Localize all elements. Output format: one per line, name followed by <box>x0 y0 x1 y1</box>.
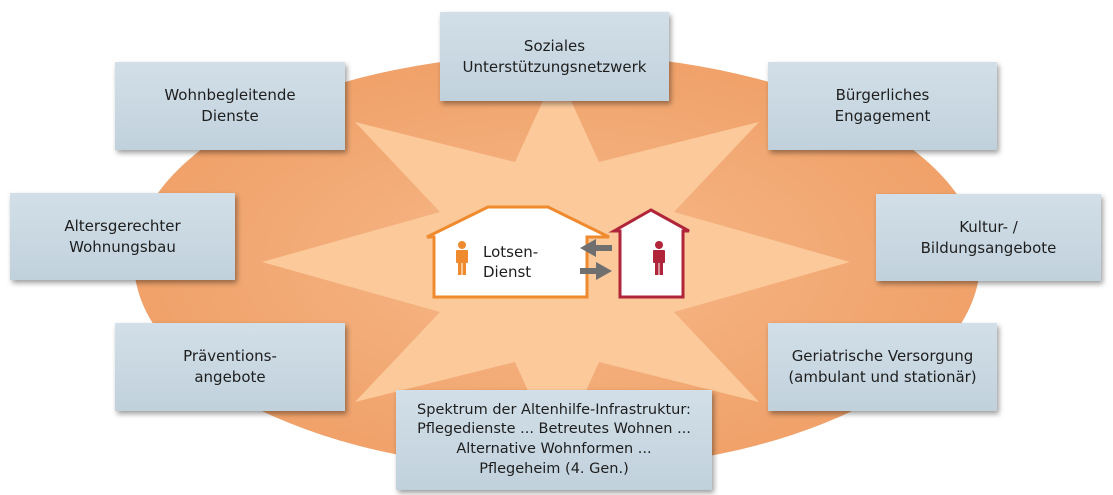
box-soziales-line-1: Soziales <box>523 36 586 55</box>
box-geriatrische-line-2: (ambulant und stationär) <box>788 368 977 386</box>
box-altersgerechter-line-1: Altersgerechter <box>64 216 181 235</box>
box-kultur-line-2: Bildungsangebote <box>920 238 1057 257</box>
arrow-right-icon <box>580 262 612 280</box>
lotsen-dienst-line-2: Dienst <box>483 262 532 281</box>
lotsen-dienst-label: Lotsen- Dienst <box>483 243 538 282</box>
house-icon <box>608 208 690 299</box>
house-icon <box>426 205 610 299</box>
box-spektrum-altenhilfe-infrastruktur: Spektrum der Altenhilfe-Infrastruktur: P… <box>396 390 712 490</box>
box-praevention-line-2: angebote <box>194 368 266 386</box>
box-praevention-line-1: Präventions- <box>183 347 277 365</box>
box-kultur-bildungsangebote: Kultur- / Bildungsangebote <box>876 194 1101 281</box>
box-spektrum-line-4: Pflegeheim (4. Gen.) <box>479 460 629 477</box>
box-geriatrische-versorgung: Geriatrische Versorgung (ambulant und st… <box>768 323 997 411</box>
box-spektrum-line-1: Spektrum der Altenhilfe-Infrastruktur: <box>417 401 691 418</box>
box-geriatrische-line-1: Geriatrische Versorgung <box>791 347 974 365</box>
arrow-left-icon <box>580 239 612 257</box>
box-spektrum-line-2: Pflegedienste ... Betreutes Wohnen ... <box>417 421 691 438</box>
box-buergerliches-engagement: Bürgerliches Engagement <box>768 62 997 150</box>
lotsen-dienst-line-1: Lotsen- <box>483 243 539 261</box>
box-kultur-line-1: Kultur- / <box>959 217 1018 236</box>
box-buergerliches-line-1: Bürgerliches <box>835 86 930 104</box>
box-soziales-unterstuetzungsnetzwerk: Soziales Unterstützungsnetzwerk <box>440 12 669 101</box>
box-wohnbegleitende-line-2: Dienste <box>201 107 259 125</box>
box-wohnbegleitende-line-1: Wohnbegleitende <box>164 86 296 104</box>
box-altersgerechter-line-2: Wohnungsbau <box>69 237 176 256</box>
box-buergerliches-line-2: Engagement <box>834 107 931 125</box>
box-praeventionsangebote: Präventions- angebote <box>115 323 345 411</box>
box-altersgerechter-wohnungsbau: Altersgerechter Wohnungsbau <box>10 193 235 280</box>
box-wohnbegleitende-dienste: Wohnbegleitende Dienste <box>115 62 345 150</box>
person-icon <box>456 241 468 275</box>
person-icon <box>653 241 665 275</box>
box-spektrum-line-3: Alternative Wohnformen ... <box>456 441 652 457</box>
box-soziales-line-2: Unterstützungsnetzwerk <box>462 57 647 76</box>
